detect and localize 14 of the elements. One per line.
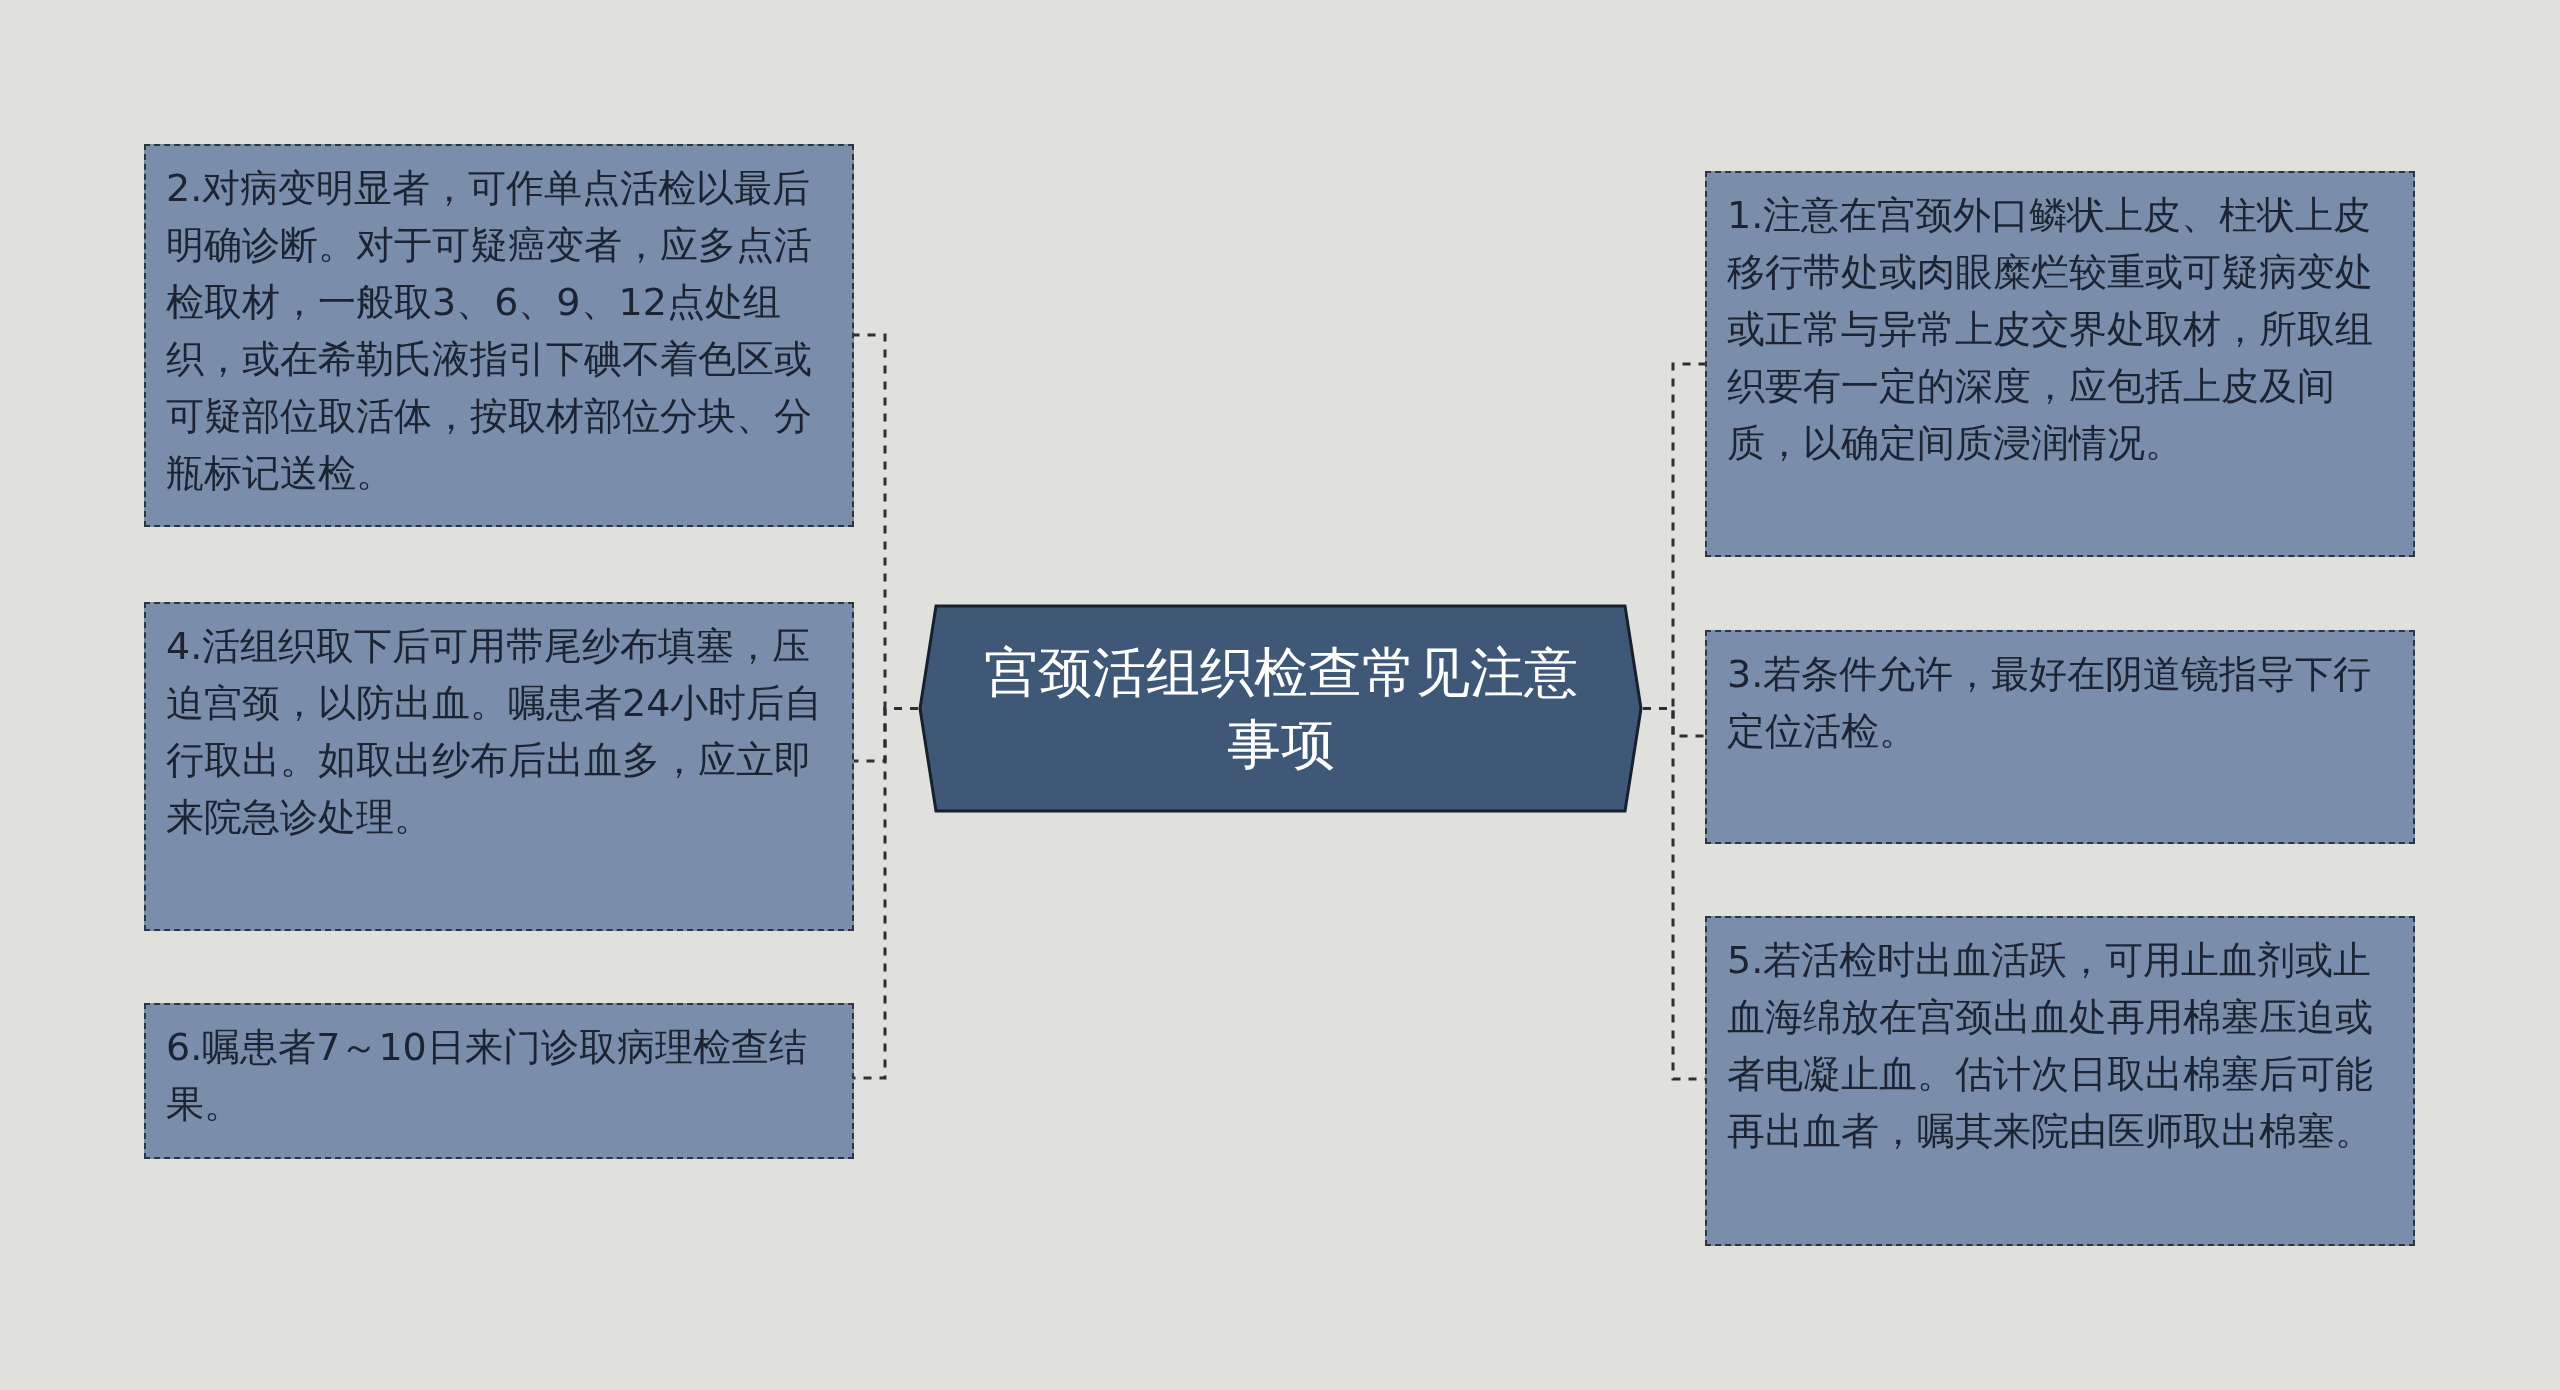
note-box [1705,630,2415,844]
node-text: 6.嘱患者7～10日来门诊取病理检查结果。 [166,1024,808,1128]
note-box [144,1003,854,1159]
note-box [144,144,854,527]
note-box [1705,171,2415,557]
node-text: 4.活组织取下后可用带尾纱布填塞，压迫宫颈，以防出血。嘱患者24小时后自行取出。如取出纱布后出血多，应立即来院急诊处理。 [166,623,824,841]
node-text: 5.若活检时出血活跃，可用止血剂或止血海绵放在宫颈出血处再用棉塞压迫或者电凝止血。估计次日取出棉塞后可能再出血者，嘱其来院由医师取出棉塞。 [1727,937,2374,1155]
note-box [144,602,854,931]
node-text: 1.注意在宫颈外口鳞状上皮、柱状上皮移行带处或肉眼糜烂较重或可疑病变处或正常与异常上皮交界处取材，所取组织要有一定的深度，应包括上皮及间质，以确定间质浸润情况。 [1727,192,2374,467]
note-box [1705,916,2415,1246]
node-text: 3.若条件允许，最好在阴道镜指导下行定位活检。 [1727,651,2373,755]
node-text: 2.对病变明显者，可作单点活检以最后明确诊断。对于可疑癌变者，应多点活检取材，一般取3、6、9、12点处组织，或在希勒氏液指引下碘不着色区或可疑部位取活体，按取材部位分块、分瓶标记送检。 [166,165,813,497]
topic-node [918,604,1643,813]
node-text: 宫颈活组织检查常见注意事项 [982,639,1579,778]
